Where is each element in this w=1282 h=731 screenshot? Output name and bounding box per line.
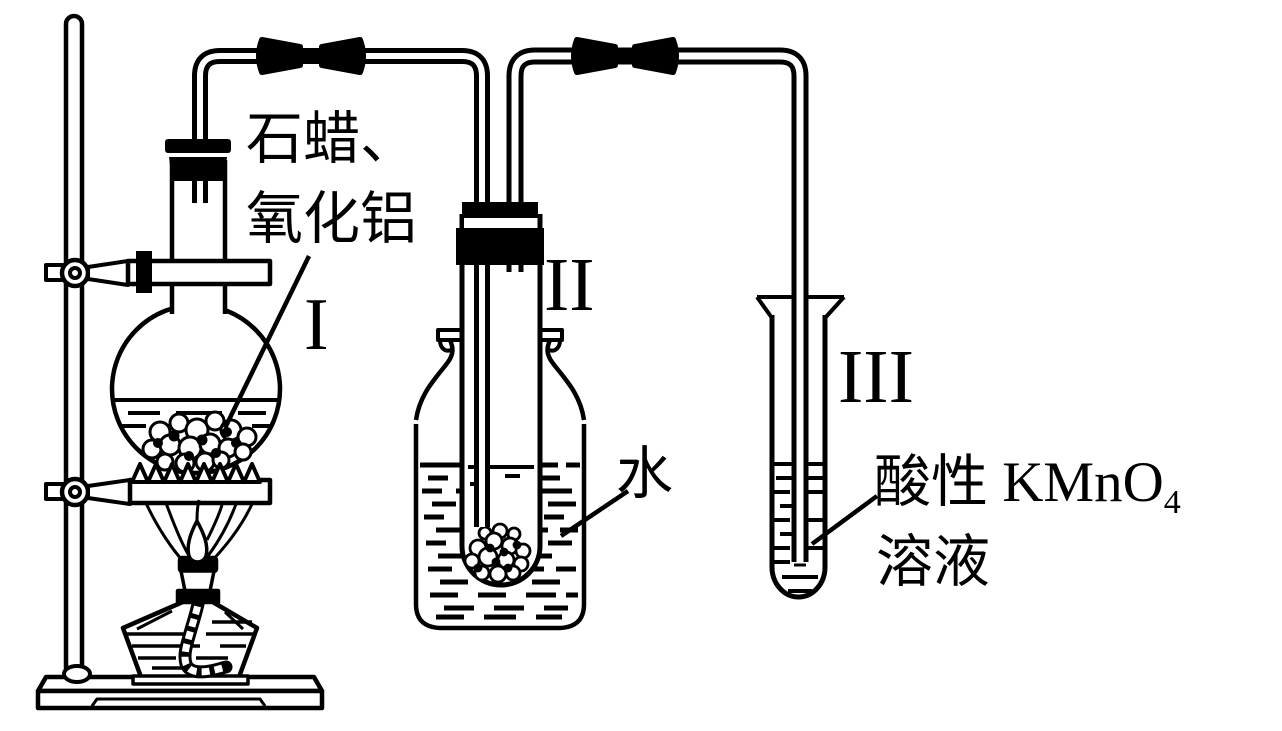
flame (144, 499, 254, 564)
leader-water (559, 489, 630, 538)
wire-gauze (130, 462, 262, 484)
rubber-connector-2 (571, 37, 679, 75)
label-apparatus-1: I (304, 284, 329, 366)
flask-clamp (44, 251, 273, 293)
paraffin-alumina-chunks (141, 410, 258, 474)
label-apparatus-2: II (544, 243, 595, 327)
leader-lines (222, 255, 879, 546)
kmno4-dashes (772, 476, 826, 593)
label-kmno4-subscript: 4 (1163, 484, 1181, 521)
label-flask-contents-line2: 氧化铝 (246, 188, 417, 251)
label-flask-contents-line1: 石蜡、 (246, 108, 417, 171)
label-kmno4: 酸性 KMnO4 (874, 452, 1181, 534)
round-bottom-flask (109, 155, 283, 476)
support-stand (35, 13, 325, 711)
label-apparatus-3: III (838, 335, 914, 419)
liquid-dashes (120, 411, 270, 428)
leader-kmno4 (810, 494, 879, 546)
collected-solid-chunks (463, 522, 532, 584)
rubber-stopper-flask (165, 139, 231, 181)
lamp-alcohol-dashes (126, 620, 254, 670)
lamp-wick (178, 561, 233, 679)
clamp-knob (136, 251, 152, 293)
label-kmno4-prefix: 酸性 KMnO (874, 451, 1164, 514)
label-flask-contents: 石蜡、 氧化铝 (246, 100, 417, 260)
gas-bottle (413, 214, 587, 631)
rubber-connector-1 (256, 37, 366, 75)
label-water: 水 (616, 443, 673, 506)
alcohol-lamp (120, 499, 260, 686)
leader-flask-contents (222, 255, 312, 429)
rubber-stopper-bottle (456, 202, 544, 265)
ring-clamp (44, 476, 273, 508)
label-kmno4-line2: 溶液 (876, 531, 990, 594)
